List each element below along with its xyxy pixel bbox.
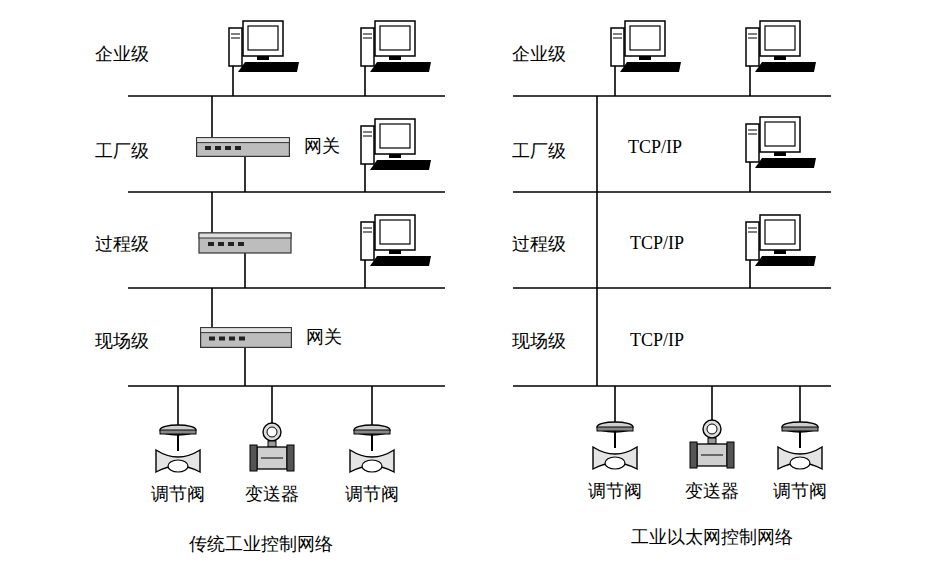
valve-symbol [775, 421, 825, 473]
level-label: 工厂级 [95, 142, 149, 160]
valve-symbol [153, 424, 203, 476]
transmitter: 变送器 [242, 422, 302, 505]
control-valve: 调节阀 [148, 424, 208, 505]
level-label: 工厂级 [512, 142, 566, 160]
level-label: 企业级 [95, 45, 149, 63]
gateway-symbol [199, 233, 291, 253]
device-label: 调节阀 [151, 485, 205, 505]
level-label: 过程级 [512, 235, 566, 253]
valve-symbol [347, 424, 397, 476]
control-valve: 调节阀 [770, 421, 830, 502]
control-valve: 调节阀 [585, 421, 645, 502]
protocol-label: TCP/IP [630, 234, 684, 252]
valve-symbol [590, 421, 640, 473]
gateway-symbol [200, 327, 292, 348]
bus-lines [128, 66, 831, 426]
protocol-label: TCP/IP [630, 331, 684, 349]
transmitter: 变送器 [682, 419, 742, 502]
device-label: 调节阀 [773, 482, 827, 502]
transmitter-symbol [247, 422, 297, 474]
protocol-label: TCP/IP [628, 138, 682, 156]
level-label: 现场级 [512, 332, 566, 350]
device-label: 调节阀 [345, 485, 399, 505]
transmitter-symbol [687, 419, 737, 471]
gateway-symbol [196, 137, 290, 157]
control-valve: 调节阀 [342, 424, 402, 505]
device-label: 变送器 [685, 482, 739, 502]
gateway: 网关 [196, 137, 340, 157]
computers [229, 21, 816, 266]
device-label: 调节阀 [588, 482, 642, 502]
gateway: 网关 [200, 327, 342, 348]
diagram-caption: 传统工业控制网络 [189, 535, 333, 553]
gateway-label: 网关 [306, 328, 342, 348]
level-label: 企业级 [512, 45, 566, 63]
device-label: 变送器 [245, 485, 299, 505]
gateway-label: 网关 [304, 137, 340, 157]
level-label: 现场级 [95, 332, 149, 350]
diagram-caption: 工业以太网控制网络 [631, 528, 793, 546]
level-label: 过程级 [95, 235, 149, 253]
